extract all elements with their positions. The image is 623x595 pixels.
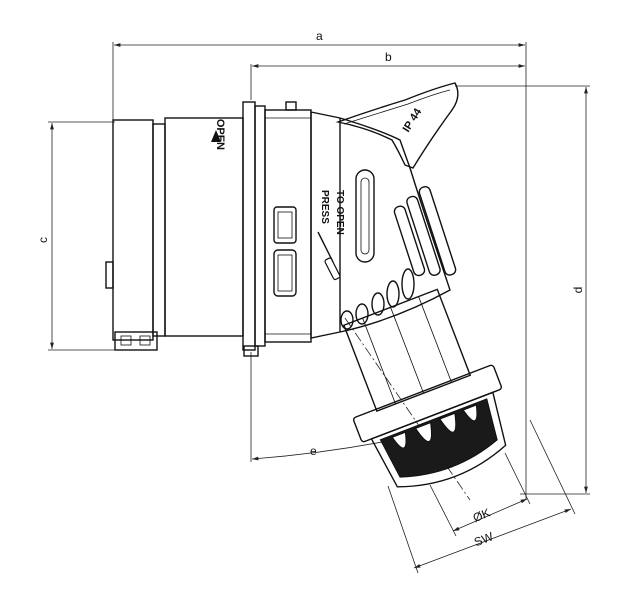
ring-band [264, 109, 312, 343]
angled-housing: IP 44 PRESS TO OPEN [310, 82, 459, 339]
gland-neck-line-2 [390, 307, 424, 394]
rear-flange: OPEN [105, 117, 244, 351]
vent-oval-4 [386, 280, 400, 308]
vent-oval-1 [340, 310, 354, 330]
rear-body-cylinder [164, 117, 244, 337]
gland-neck-line-1 [362, 317, 396, 405]
gland-neck-line-3 [418, 296, 452, 383]
dim-e-label: e [310, 444, 317, 458]
ring-grip [273, 249, 297, 297]
gland-flute-3 [439, 412, 457, 433]
dim-k-label: ØK [471, 506, 492, 525]
ring-step [254, 105, 266, 347]
ip-rating-label: IP 44 [401, 106, 425, 135]
rear-flange-step [152, 123, 166, 337]
dim-k-right-extension [504, 452, 531, 505]
rear-clip [105, 261, 114, 289]
ring-bottom-tab [243, 345, 259, 357]
grip-rib-2 [406, 195, 441, 276]
rear-flange-plate [112, 119, 154, 341]
dim-sw-right-extension [529, 419, 576, 515]
locking-ring [242, 101, 312, 357]
press-label-line1: PRESS [319, 190, 330, 224]
ring-grip-inner [277, 254, 293, 292]
press-slot-inner [360, 177, 370, 255]
ring-top-tab [285, 101, 297, 111]
bottom-latch [114, 331, 158, 351]
gland-flute-2 [414, 421, 432, 442]
vent-ovals [340, 268, 415, 330]
dim-b-label: b [385, 50, 392, 64]
dim-k-left-extension [429, 484, 457, 537]
dim-c-label: c [36, 237, 50, 243]
lid-edge-line [343, 89, 451, 125]
press-slot [355, 169, 375, 263]
gland-nut [370, 391, 507, 488]
dim-sw-left-extension [387, 485, 419, 574]
dim-sw-label: SW [472, 529, 496, 549]
dimension-labels: a b c d e ØK SW [36, 29, 585, 549]
vent-oval-2 [355, 303, 369, 325]
cable-gland [342, 288, 507, 488]
gland-flute-1 [391, 431, 407, 449]
hinged-lid [335, 82, 459, 169]
grip-rib-3 [418, 185, 457, 276]
dim-d-label: d [571, 287, 585, 294]
press-label-line2: TO OPEN [334, 190, 345, 235]
latch-slot-left [120, 335, 132, 346]
open-arrow-icon [211, 130, 221, 142]
grip-rib-1 [393, 205, 426, 277]
dim-sw-line [413, 508, 572, 569]
vent-oval-3 [371, 292, 385, 316]
dim-a-label: a [316, 29, 323, 43]
ring-switch-inner [277, 211, 293, 239]
ring-outer-lip [242, 101, 256, 351]
outlet-center-axis [344, 317, 471, 501]
grip-ribs [393, 185, 457, 277]
ring-switch-window [273, 206, 297, 244]
housing-outline [310, 111, 451, 339]
latch-slot-right [139, 335, 151, 346]
gland-nut-dark [379, 398, 498, 478]
dimension-lines [48, 42, 590, 574]
gland-flute-4 [462, 404, 478, 422]
vent-oval-5 [401, 268, 415, 300]
open-label: OPEN [214, 119, 226, 150]
screwdriver-icon [317, 231, 341, 281]
